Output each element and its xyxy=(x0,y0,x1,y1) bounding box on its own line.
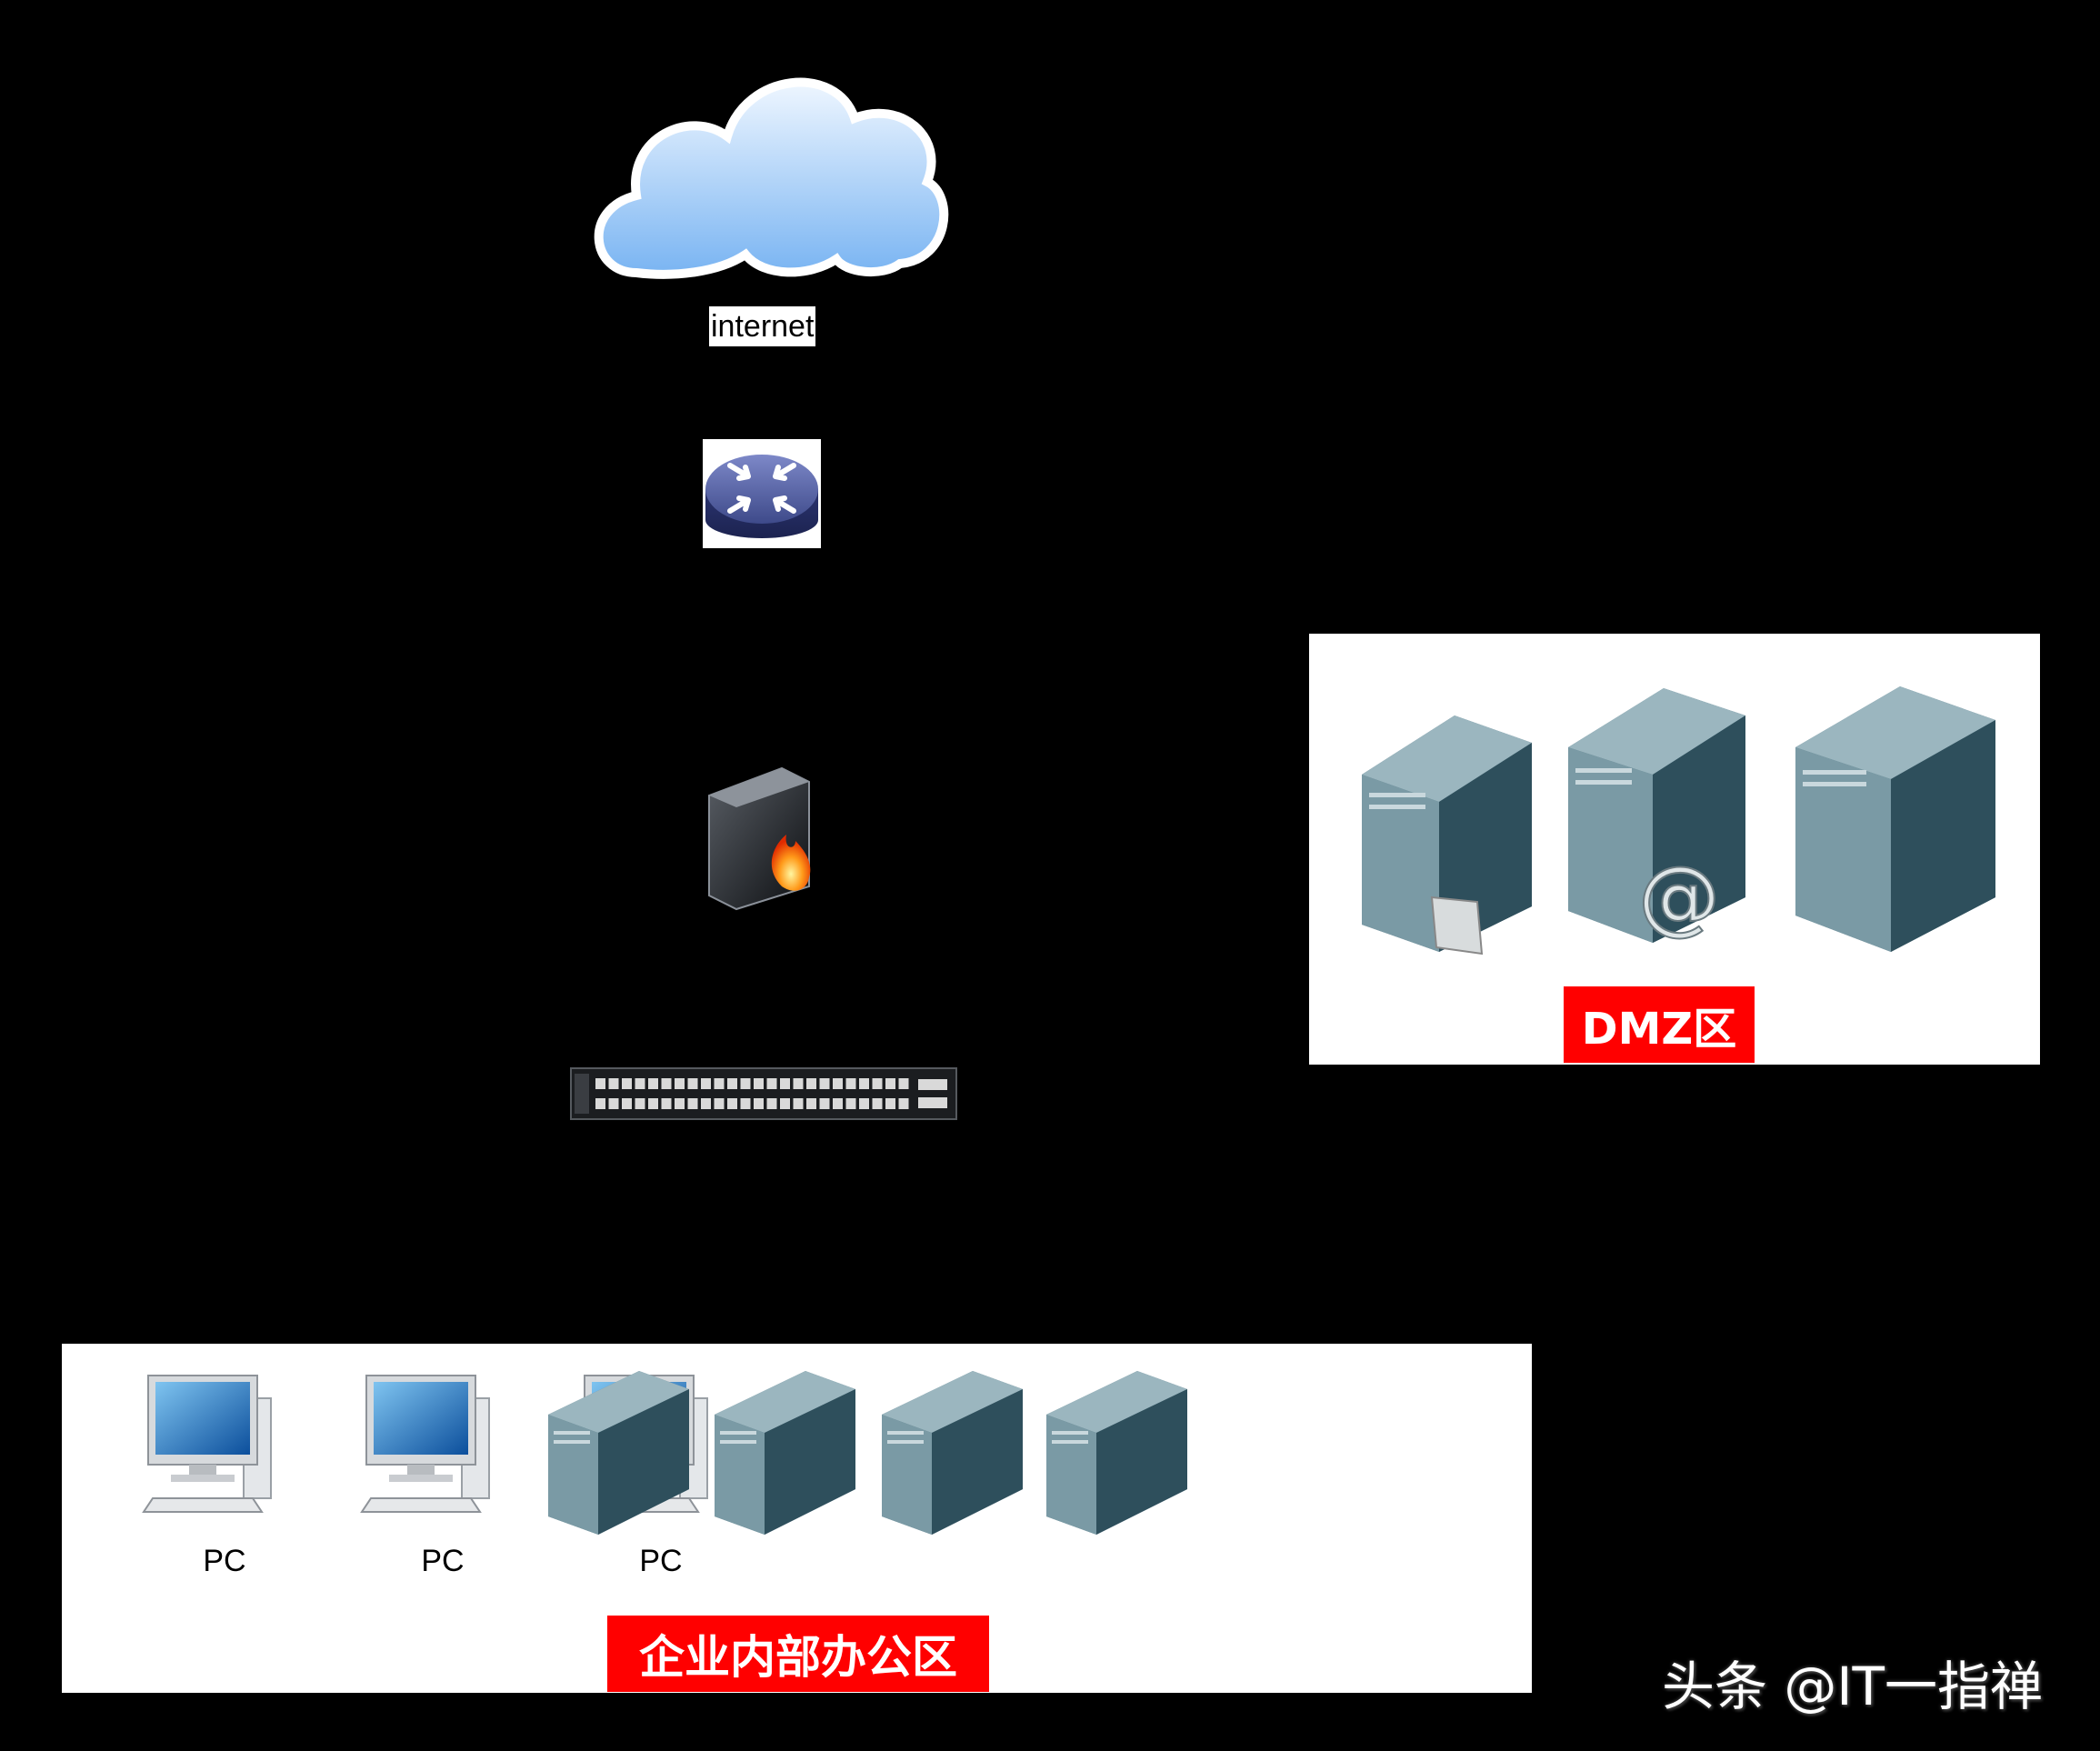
office-zone: PC PC PC 企业内部办公区 xyxy=(62,1344,1532,1693)
watermark: 头条 @IT一指禅 xyxy=(1662,1656,2043,1717)
server-icon xyxy=(548,1371,689,1535)
server-icon xyxy=(715,1371,855,1535)
office-devices xyxy=(142,1371,1187,1535)
server-icon xyxy=(1795,686,1995,952)
cloud-icon xyxy=(594,77,949,279)
pc-icon xyxy=(142,1375,272,1513)
dmz-label: DMZ区 xyxy=(1564,986,1755,1063)
mail-server-icon: @ xyxy=(1568,688,1745,946)
internet-label: internet xyxy=(709,306,816,346)
firewall-icon xyxy=(708,766,811,911)
dmz-zone: @ DMZ区 xyxy=(1309,634,2040,1065)
pc-label: PC xyxy=(639,1544,683,1578)
server-icon xyxy=(1046,1371,1187,1535)
file-server-icon xyxy=(1362,715,1532,956)
office-label: 企业内部办公区 xyxy=(607,1616,989,1692)
server-icon xyxy=(882,1371,1023,1535)
pc-label: PC xyxy=(203,1544,246,1578)
router-icon xyxy=(703,439,821,548)
switch-icon xyxy=(570,1067,957,1120)
svg-text:@: @ xyxy=(1638,849,1720,945)
pc-icon xyxy=(360,1375,490,1513)
pc-label: PC xyxy=(421,1544,465,1578)
dmz-servers: @ xyxy=(1362,686,1995,956)
